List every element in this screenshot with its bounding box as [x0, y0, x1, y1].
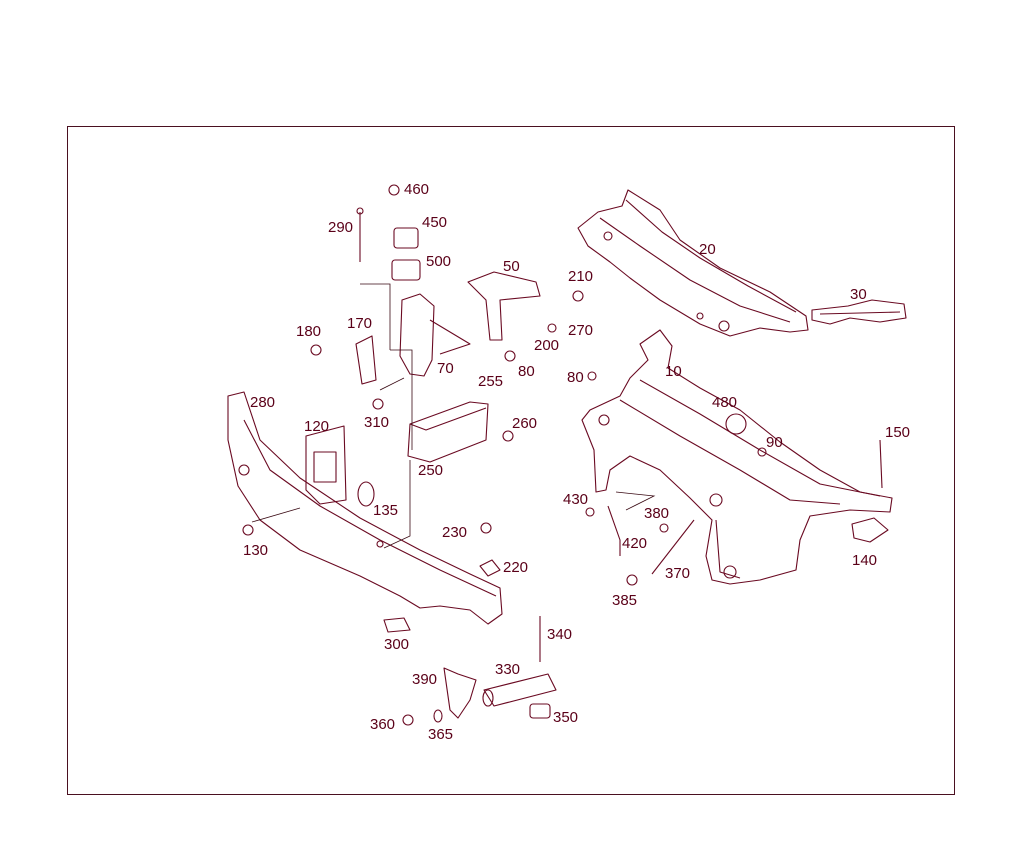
label-300: 300	[384, 636, 410, 653]
fasteners	[242, 184, 889, 726]
leader-lines	[251, 283, 656, 549]
label-250: 250	[418, 462, 444, 479]
label-180: 180	[296, 323, 322, 340]
label-170: 170	[347, 315, 373, 332]
part-30-bracket	[811, 299, 907, 325]
label-130: 130	[243, 542, 269, 559]
label-280: 280	[250, 394, 276, 411]
label-210: 210	[568, 268, 594, 285]
part-50-bracket	[467, 271, 541, 341]
part-330-tube	[482, 673, 557, 707]
label-70: 70	[437, 360, 454, 377]
label-140: 140	[852, 552, 878, 569]
label-10: 10	[665, 363, 682, 380]
label-135: 135	[373, 502, 399, 519]
diagram-frame	[67, 126, 955, 795]
label-230: 230	[442, 524, 468, 541]
label-350: 350	[553, 709, 579, 726]
label-370: 370	[665, 565, 691, 582]
label-420: 420	[622, 535, 648, 552]
label-330: 330	[495, 661, 521, 678]
label-255: 255	[478, 373, 504, 390]
label-120: 120	[304, 418, 330, 435]
label-430: 430	[563, 491, 589, 508]
label-360: 360	[370, 716, 396, 733]
label-390: 390	[412, 671, 438, 688]
part-250-bracket	[407, 401, 489, 463]
part-20-upper-crossmember	[577, 189, 809, 337]
label-340: 340	[547, 626, 573, 643]
label-290: 290	[328, 219, 354, 236]
label-450: 450	[422, 214, 448, 231]
label-500: 500	[426, 253, 452, 270]
label-460: 460	[404, 181, 430, 198]
label-80-frame: 80	[567, 369, 584, 386]
label-20: 20	[699, 241, 716, 258]
label-480: 480	[712, 394, 738, 411]
label-80: 80	[518, 363, 535, 380]
part-280-bumper-beam	[227, 391, 503, 625]
label-50: 50	[503, 258, 520, 275]
label-150: 150	[885, 424, 911, 441]
label-200: 200	[534, 337, 560, 354]
label-270: 270	[568, 322, 594, 339]
label-365: 365	[428, 726, 454, 743]
label-380: 380	[644, 505, 670, 522]
part-70-support	[399, 293, 471, 377]
label-310: 310	[364, 414, 390, 431]
label-385: 385	[612, 592, 638, 609]
label-260: 260	[512, 415, 538, 432]
label-220: 220	[503, 559, 529, 576]
part-10-frame	[581, 329, 893, 585]
label-30: 30	[850, 286, 867, 303]
part-390-bracket	[443, 667, 477, 719]
label-90: 90	[766, 434, 783, 451]
part-120-bracket	[305, 425, 347, 505]
